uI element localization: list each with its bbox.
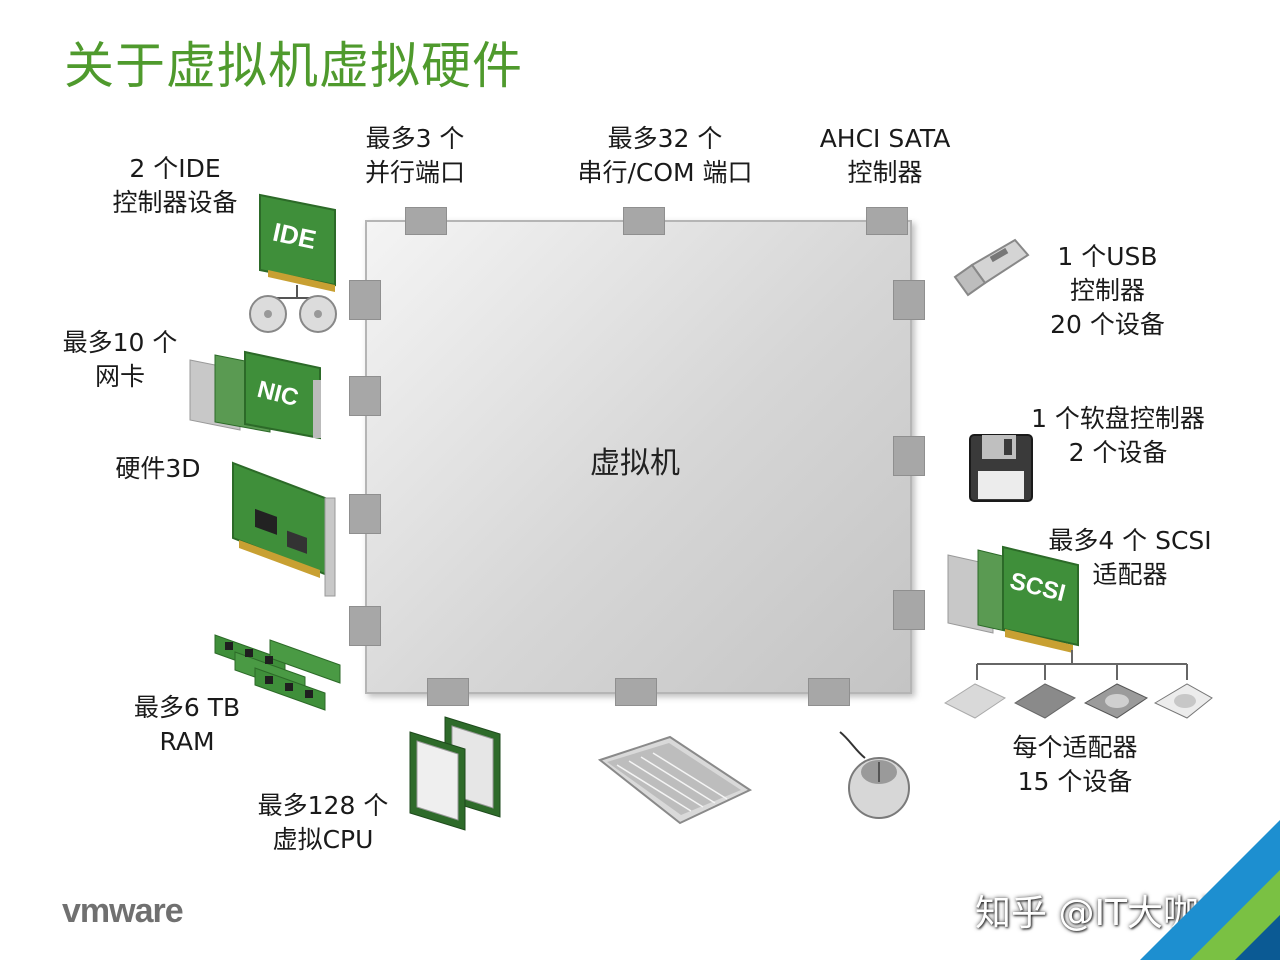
ram-label: 最多6 TB RAM bbox=[133, 693, 241, 756]
gpu-card-icon bbox=[232, 461, 336, 597]
scsi-device-tree-icon bbox=[943, 650, 1213, 719]
virtual-machine-box bbox=[365, 220, 912, 694]
corner-decoration bbox=[1140, 820, 1280, 960]
port-bottom-mouse bbox=[808, 678, 850, 706]
port-right-floppy bbox=[893, 436, 925, 476]
parallel-port-label: 最多3 个 并行端口 bbox=[364, 124, 465, 187]
scsi-adapter-label: 最多4 个 SCSI 适配器 bbox=[1048, 526, 1212, 589]
floppy-controller-label: 1 个软盘控制器 2 个设备 bbox=[1031, 404, 1205, 467]
vmware-logo: vmware bbox=[62, 892, 184, 930]
usb-controller-label: 1 个USB 控制器 20 个设备 bbox=[1050, 242, 1165, 339]
sata-controller-label: AHCI SATA 控制器 bbox=[819, 124, 951, 187]
port-left-nic bbox=[349, 376, 381, 416]
port-top-serial bbox=[623, 207, 665, 235]
floppy-disk-icon bbox=[969, 434, 1033, 502]
scsi-devices-label: 每个适配器 15 个设备 bbox=[1012, 733, 1138, 796]
port-right-scsi bbox=[893, 590, 925, 630]
port-right-usb bbox=[893, 280, 925, 320]
nic-cards-icon: NIC bbox=[189, 350, 321, 440]
gpu-label: 硬件3D bbox=[115, 454, 201, 483]
serial-port-label: 最多32 个 串行/COM 端口 bbox=[577, 124, 753, 187]
port-top-parallel bbox=[405, 207, 447, 235]
port-bottom-cpu bbox=[427, 678, 469, 706]
usb-stick-icon bbox=[953, 238, 1030, 297]
port-bottom-keyboard bbox=[615, 678, 657, 706]
ide-card-icon: IDE bbox=[249, 193, 337, 333]
ide-controller-label: 2 个IDE 控制器设备 bbox=[112, 154, 238, 217]
page-title: 关于虚拟机虚拟硬件 bbox=[64, 37, 523, 95]
cpu-label: 最多128 个 虚拟CPU bbox=[257, 791, 389, 854]
port-left-ram bbox=[349, 606, 381, 646]
virtual-machine-label: 虚拟机 bbox=[590, 446, 680, 481]
port-left-ide bbox=[349, 280, 381, 320]
nic-label: 最多10 个 网卡 bbox=[62, 328, 178, 391]
ram-modules-icon bbox=[214, 634, 341, 711]
keyboard-icon bbox=[597, 735, 753, 825]
mouse-icon bbox=[839, 731, 910, 819]
cpu-chips-icon bbox=[409, 716, 501, 831]
port-left-gpu bbox=[349, 494, 381, 534]
scsi-cards-icon: SCSI bbox=[947, 545, 1079, 653]
port-top-sata bbox=[866, 207, 908, 235]
